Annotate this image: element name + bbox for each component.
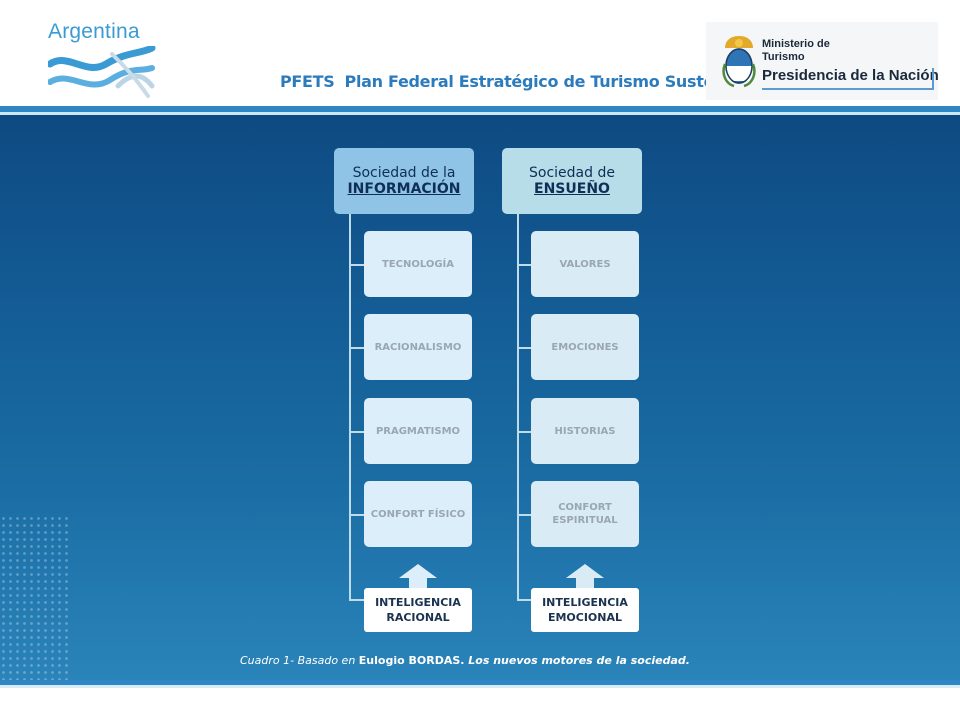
base-box-emotional-intelligence: INTELIGENCIA EMOCIONAL	[531, 588, 639, 632]
program-title: PFETS Plan Federal Estratégico de Turismo…	[280, 72, 770, 91]
hierarchy-branch	[517, 431, 532, 433]
trait-node: CONFORT FÍSICO	[364, 481, 472, 547]
trait-node: EMOCIONES	[531, 314, 639, 380]
hierarchy-branch	[349, 514, 364, 516]
column-head-keyword: ENSUEÑO	[534, 181, 610, 197]
hierarchy-branch	[349, 264, 364, 266]
caption-prefix: Cuadro 1- Basado en	[240, 654, 359, 667]
page-header: Argentina PFETS Plan Federal Estratégico …	[0, 0, 960, 108]
national-seal-icon	[722, 36, 756, 88]
trait-node: CONFORT ESPIRITUAL	[531, 481, 639, 547]
brand-wordmark: Argentina	[48, 20, 140, 43]
footer-divider-light	[0, 685, 960, 688]
base-line-2: RACIONAL	[386, 611, 450, 624]
hierarchy-branch	[517, 264, 532, 266]
hierarchy-spine	[349, 214, 351, 600]
hierarchy-branch	[349, 347, 364, 349]
hierarchy-spine	[517, 214, 519, 600]
up-arrow-icon	[399, 564, 437, 590]
trait-node: TECNOLOGÍA	[364, 231, 472, 297]
slide-panel	[0, 115, 960, 680]
trait-node: HISTORIAS	[531, 398, 639, 464]
ministry-name-line1: Ministerio de	[762, 38, 830, 50]
column-head-information-society: Sociedad de la INFORMACIÓN	[334, 148, 474, 214]
hierarchy-branch	[517, 347, 532, 349]
wave-logo-icon	[48, 46, 156, 98]
column-head-dream-society: Sociedad de ENSUEÑO	[502, 148, 642, 214]
base-line-2: EMOCIONAL	[547, 611, 623, 624]
presidency-name: Presidencia de la Nación	[762, 67, 939, 84]
ministry-corner-bar	[932, 68, 934, 90]
footer-divider	[0, 680, 960, 685]
hierarchy-branch	[517, 599, 532, 601]
caption-title: Los nuevos motores de la sociedad.	[464, 654, 690, 667]
figure-caption: Cuadro 1- Basado en Eulogio BORDAS. Los …	[240, 654, 690, 667]
base-box-rational-intelligence: INTELIGENCIA RACIONAL	[364, 588, 472, 632]
dot-pattern-decoration	[0, 515, 68, 680]
ministry-underline	[762, 88, 934, 90]
base-line-1: INTELIGENCIA	[542, 596, 628, 609]
program-acronym: PFETS	[280, 72, 335, 91]
header-divider-light	[0, 112, 960, 115]
hierarchy-branch	[349, 599, 364, 601]
up-arrow-icon	[566, 564, 604, 590]
hierarchy-branch	[349, 431, 364, 433]
hierarchy-branch	[517, 514, 532, 516]
trait-node: RACIONALISMO	[364, 314, 472, 380]
column-head-prefix: Sociedad de la	[352, 165, 456, 181]
argentina-brand-logo: Argentina	[48, 20, 168, 100]
trait-node: VALORES	[531, 231, 639, 297]
column-head-keyword: INFORMACIÓN	[347, 181, 461, 197]
column-head-prefix: Sociedad de	[529, 165, 615, 181]
caption-author: Eulogio BORDAS.	[358, 654, 465, 667]
ministry-name-line2: Turismo	[762, 51, 805, 63]
header-divider	[0, 106, 960, 112]
program-name: Plan Federal Estratégico de Turismo Sust…	[344, 72, 771, 91]
ministry-logo: Ministerio de Turismo Presidencia de la …	[706, 22, 939, 100]
trait-node: PRAGMATISMO	[364, 398, 472, 464]
base-line-1: INTELIGENCIA	[375, 596, 461, 609]
